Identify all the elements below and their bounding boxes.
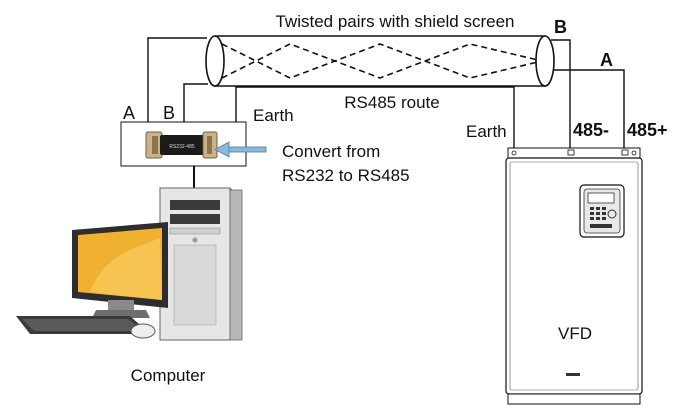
terminal-a-right-label: A xyxy=(600,50,613,70)
wire-b xyxy=(183,39,571,148)
terminal-b-right-label: B xyxy=(554,17,567,37)
converter-icon: RS232-485 xyxy=(120,121,247,167)
computer-label: Computer xyxy=(131,366,206,385)
route-label: RS485 route xyxy=(344,93,439,112)
cable-label: Twisted pairs with shield screen xyxy=(275,12,514,31)
converter-device-text: RS232-485 xyxy=(169,144,195,150)
terminal-485-plus-label: 485+ xyxy=(627,120,668,140)
wire-a xyxy=(147,37,625,148)
earth-right-label: Earth xyxy=(466,122,507,141)
vfd-label: VFD xyxy=(558,324,592,343)
computer-icon xyxy=(16,187,243,341)
terminal-b-left-label: B xyxy=(163,103,175,123)
arrow-icon xyxy=(214,141,267,158)
wire-earth xyxy=(235,86,515,148)
terminal-485-minus-label: 485- xyxy=(573,120,609,140)
shielded-cable xyxy=(205,35,555,87)
keypad-icon xyxy=(579,184,625,238)
converter-label-line1: Convert from xyxy=(282,142,380,161)
terminal-a-left-label: A xyxy=(123,103,135,123)
converter-label-line2: RS232 to RS485 xyxy=(282,166,410,185)
earth-left-label: Earth xyxy=(253,106,294,125)
